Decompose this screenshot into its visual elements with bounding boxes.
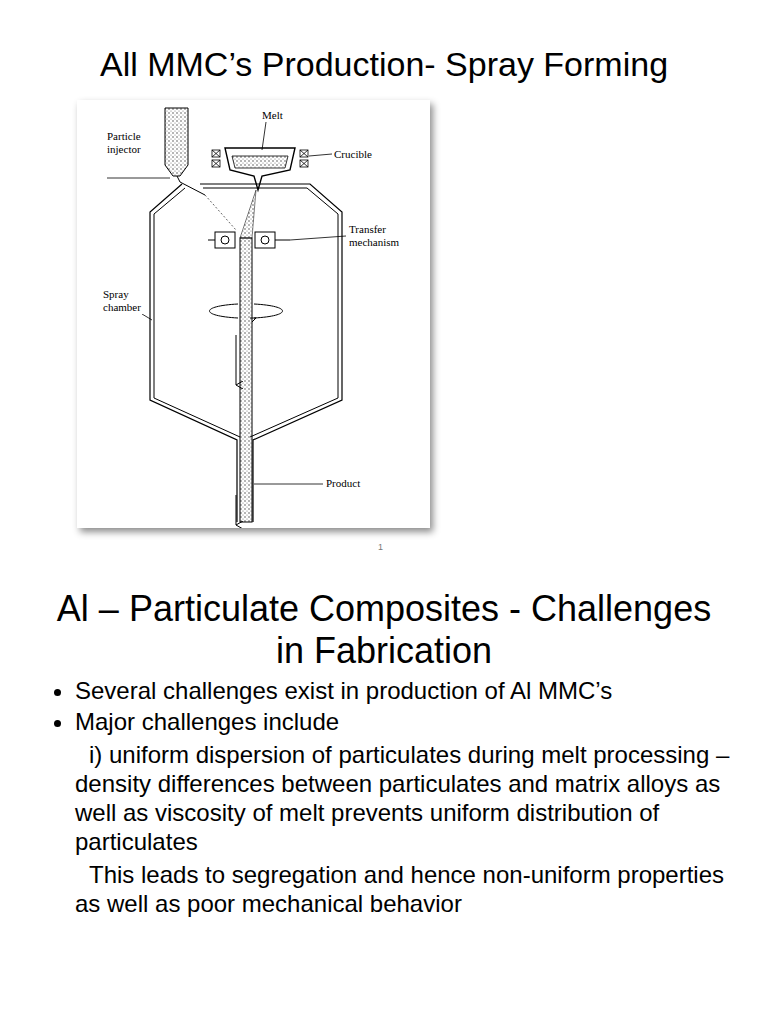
- part-label: Melt: [262, 109, 283, 122]
- part-label: Crucible: [334, 148, 372, 161]
- bullet-item: Several challenges exist in production o…: [75, 676, 745, 705]
- part-label: Transfer mechanism: [349, 223, 411, 249]
- bullet-list: Several challenges exist in production o…: [55, 676, 745, 736]
- bullet-body: Several challenges exist in production o…: [55, 676, 745, 918]
- bullet-item: Major challenges include: [75, 707, 745, 736]
- part-label: Spray chamber: [103, 288, 147, 314]
- figure-panel: Particle injector MeltCrucibleTransfer me…: [77, 100, 430, 528]
- part-label: Product: [326, 477, 360, 490]
- part-label: Particle injector: [107, 130, 159, 156]
- body-paragraph: i) uniform dispersion of particulates du…: [55, 740, 745, 856]
- slide-title: All MMC’s Production- Spray Forming: [0, 44, 768, 84]
- page-number: 1: [378, 542, 383, 552]
- body-paragraph: This leads to segregation and hence non-…: [55, 860, 745, 918]
- section-heading: Al – Particulate Composites - Challenges…: [40, 588, 728, 672]
- spray-forming-illustration: [77, 100, 430, 528]
